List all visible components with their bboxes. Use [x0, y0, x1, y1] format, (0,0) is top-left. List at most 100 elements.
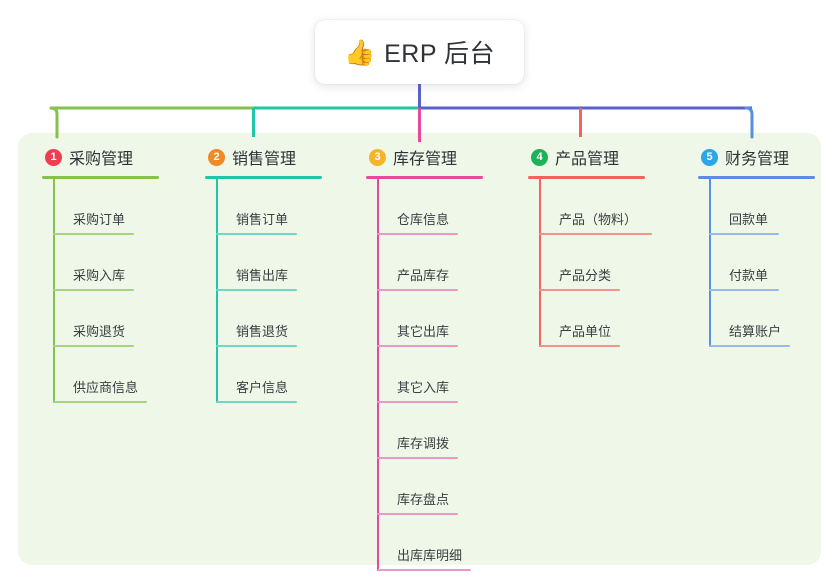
leaf-item[interactable]: 其它出库: [366, 291, 483, 347]
leaf-underline: [377, 513, 458, 515]
leaf-item[interactable]: 库存调拨: [366, 403, 483, 459]
leaf-label: 客户信息: [236, 380, 289, 395]
branch-title-5: 财务管理: [725, 151, 790, 168]
leaf-label: 采购退货: [73, 324, 126, 339]
branch-header-1[interactable]: 1 采购管理: [42, 145, 159, 169]
branch-header-4[interactable]: 4 产品管理: [528, 145, 652, 169]
leaf-item[interactable]: 供应商信息: [42, 347, 159, 403]
leaf-item[interactable]: 产品库存: [366, 235, 483, 291]
leaf-underline: [709, 233, 779, 235]
leaf-item[interactable]: 仓库信息: [366, 179, 483, 235]
branch-spine-4: [539, 179, 541, 347]
leaf-item[interactable]: 产品单位: [528, 291, 652, 347]
leaf-label: 出库库明细: [397, 548, 463, 563]
branch-spine-2: [216, 179, 218, 403]
leaf-underline: [53, 345, 134, 347]
leaf-underline: [216, 345, 297, 347]
branch-badge-4: 4: [531, 148, 548, 166]
branch-title-2: 销售管理: [232, 151, 297, 168]
branch-underline-5: [698, 176, 815, 179]
branch-spine-3: [377, 179, 379, 571]
leaf-item[interactable]: 产品（物料）: [528, 179, 652, 235]
leaf-underline: [53, 401, 147, 403]
branch-underline-3: [366, 176, 483, 179]
branch-items-2: 销售订单销售出库销售退货客户信息: [205, 179, 322, 403]
leaf-label: 其它出库: [397, 324, 450, 339]
branch-column-4[interactable]: 4 产品管理产品（物料） 产品分类产品单位: [528, 145, 652, 347]
leaf-underline: [377, 233, 458, 235]
branch-items-5: 回款单付款单结算账户: [698, 179, 815, 347]
leaf-label: 其它入库: [397, 380, 450, 395]
leaf-underline: [53, 289, 134, 291]
branch-title-4: 产品管理: [555, 151, 620, 168]
root-node[interactable]: 👍 ERP 后台: [315, 20, 524, 84]
leaf-label: 销售退货: [236, 324, 289, 339]
branch-items-3: 仓库信息产品库存其它出库其它入库库存调拨库存盘点出库库明细: [366, 179, 483, 571]
branch-underline-4: [528, 176, 645, 179]
branch-spine-1: [53, 179, 55, 403]
leaf-label: 产品（物料）: [559, 212, 638, 227]
leaf-underline: [377, 289, 458, 291]
branch-header-3[interactable]: 3 库存管理: [366, 145, 483, 169]
leaf-underline: [377, 345, 458, 347]
branch-column-3[interactable]: 3 库存管理仓库信息产品库存其它出库其它入库库存调拨库存盘点出库库明细: [366, 145, 483, 571]
leaf-label: 付款单: [729, 268, 769, 283]
leaf-underline: [216, 401, 297, 403]
leaf-underline: [377, 457, 458, 459]
leaf-item[interactable]: 结算账户: [698, 291, 815, 347]
branch-underline-2: [205, 176, 322, 179]
leaf-item[interactable]: 销售出库: [205, 235, 322, 291]
branch-column-2[interactable]: 2 销售管理销售订单销售出库销售退货客户信息: [205, 145, 322, 403]
thumbs-up-icon: 👍: [343, 38, 376, 67]
leaf-underline: [377, 401, 458, 403]
diagram-card-panel: [18, 133, 821, 565]
branch-badge-3: 3: [369, 148, 386, 166]
leaf-item[interactable]: 采购订单: [42, 179, 159, 235]
leaf-underline: [539, 289, 620, 291]
leaf-underline: [709, 345, 790, 347]
branch-title-1: 采购管理: [69, 151, 134, 168]
leaf-label: 采购入库: [73, 268, 126, 283]
leaf-label: 库存调拨: [397, 436, 450, 451]
branch-items-1: 采购订单采购入库采购退货供应商信息: [42, 179, 159, 403]
leaf-item[interactable]: 出库库明细: [366, 515, 483, 571]
branch-spine-5: [709, 179, 711, 347]
leaf-label: 产品库存: [397, 268, 450, 283]
leaf-item[interactable]: 回款单: [698, 179, 815, 235]
leaf-item[interactable]: 客户信息: [205, 347, 322, 403]
leaf-label: 采购订单: [73, 212, 126, 227]
leaf-label: 销售出库: [236, 268, 289, 283]
branch-items-4: 产品（物料） 产品分类产品单位: [528, 179, 652, 347]
branch-underline-1: [42, 176, 159, 179]
leaf-item[interactable]: 产品分类: [528, 235, 652, 291]
leaf-underline: [539, 345, 620, 347]
leaf-label: 销售订单: [236, 212, 289, 227]
leaf-underline: [709, 289, 779, 291]
branch-badge-5: 5: [701, 148, 718, 166]
root-title: ERP 后台: [384, 40, 496, 68]
leaf-label: 供应商信息: [73, 380, 139, 395]
branch-column-1[interactable]: 1 采购管理采购订单采购入库采购退货供应商信息: [42, 145, 159, 403]
leaf-underline: [539, 233, 652, 235]
leaf-item[interactable]: 销售退货: [205, 291, 322, 347]
leaf-label: 产品单位: [559, 324, 612, 339]
leaf-label: 产品分类: [559, 268, 612, 283]
leaf-item[interactable]: 其它入库: [366, 347, 483, 403]
branch-column-5[interactable]: 5 财务管理回款单付款单结算账户: [698, 145, 815, 347]
leaf-item[interactable]: 采购入库: [42, 235, 159, 291]
leaf-underline: [216, 289, 297, 291]
leaf-item[interactable]: 销售订单: [205, 179, 322, 235]
leaf-item[interactable]: 付款单: [698, 235, 815, 291]
branch-header-2[interactable]: 2 销售管理: [205, 145, 322, 169]
leaf-item[interactable]: 库存盘点: [366, 459, 483, 515]
leaf-label: 库存盘点: [397, 492, 450, 507]
branch-badge-2: 2: [208, 148, 225, 166]
leaf-item[interactable]: 采购退货: [42, 291, 159, 347]
branch-header-5[interactable]: 5 财务管理: [698, 145, 815, 169]
leaf-label: 结算账户: [729, 324, 782, 339]
branch-title-3: 库存管理: [393, 151, 458, 168]
branch-badge-1: 1: [45, 148, 62, 166]
leaf-underline: [377, 569, 471, 571]
leaf-label: 回款单: [729, 212, 769, 227]
